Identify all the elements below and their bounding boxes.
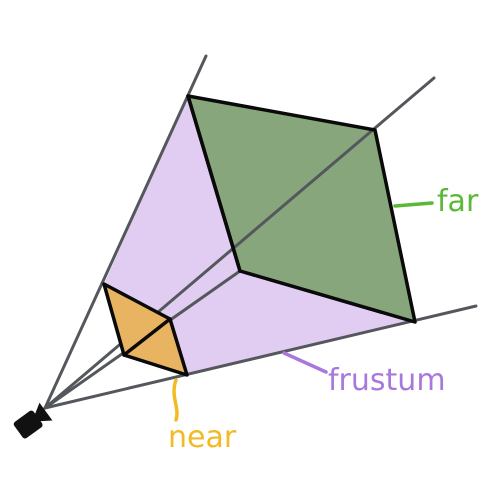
frustum-label: frustum (328, 363, 446, 398)
far-plane (188, 96, 415, 322)
near-label: near (168, 420, 237, 455)
ray-top (43, 54, 208, 410)
frustum-volume (104, 96, 415, 375)
near-plane-outline (102, 282, 189, 377)
near-leader-line (172, 378, 179, 422)
ray-center (43, 76, 436, 410)
edge-inner (186, 94, 242, 273)
far-label: far (437, 184, 479, 219)
ray-bottom (43, 304, 478, 410)
frustum-leader-line (282, 351, 328, 374)
frustum-edges (102, 94, 417, 377)
near-diagonal (122, 317, 172, 357)
camera-icon (13, 402, 53, 439)
far-leader-line (393, 201, 434, 208)
